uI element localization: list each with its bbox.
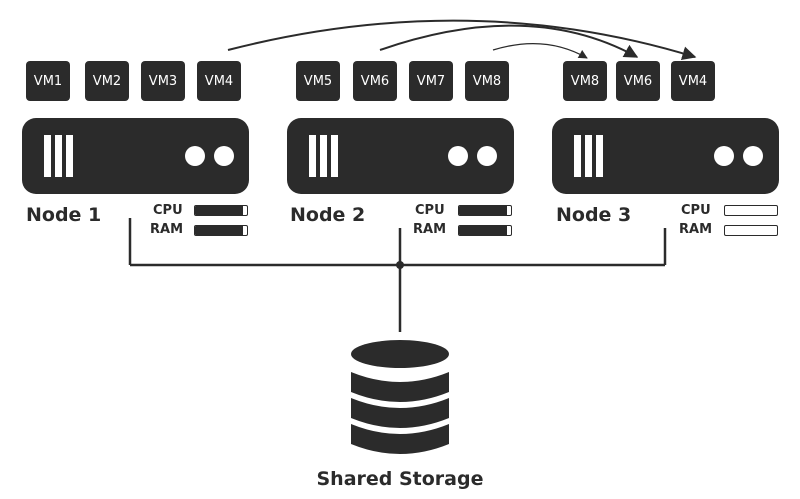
vm-box[interactable]: VM6 (353, 61, 397, 101)
server-led-icon (214, 146, 234, 166)
server-led-icon (714, 146, 734, 166)
ram-meter (724, 225, 778, 236)
cpu-meter (724, 205, 778, 216)
ram-label: RAM (150, 222, 184, 237)
vm-box[interactable]: VM8 (465, 61, 509, 101)
server-vent-icon (574, 135, 608, 177)
vm-box[interactable]: VM6 (616, 61, 660, 101)
server-vent-icon (44, 135, 78, 177)
vm-box[interactable]: VM1 (26, 61, 70, 101)
vm-box[interactable]: VM4 (197, 61, 241, 101)
node-label: Node 3 (556, 204, 632, 226)
migration-arrow-vm6 (379, 24, 639, 58)
vm-box[interactable]: VM2 (85, 61, 129, 101)
server-led-icon (743, 146, 763, 166)
ram-label: RAM (413, 222, 447, 237)
vm-box[interactable]: VM5 (296, 61, 340, 101)
vm-box[interactable]: VM8 (563, 61, 607, 101)
cpu-label: CPU (153, 203, 183, 218)
server-node-1[interactable] (22, 118, 249, 194)
ram-label: RAM (679, 222, 713, 237)
cpu-meter (458, 205, 512, 216)
migration-arrow-vm4 (227, 19, 697, 61)
server-led-icon (448, 146, 468, 166)
server-vent-icon (309, 135, 343, 177)
cpu-meter (194, 205, 248, 216)
server-led-icon (185, 146, 205, 166)
cpu-label: CPU (681, 203, 711, 218)
storage-label: Shared Storage (316, 468, 484, 490)
migration-arrow-vm8 (492, 42, 588, 59)
server-node-3[interactable] (552, 118, 779, 194)
vm-box[interactable]: VM7 (409, 61, 453, 101)
database-icon (351, 340, 449, 454)
server-led-icon (477, 146, 497, 166)
server-node-2[interactable] (287, 118, 514, 194)
ram-meter (194, 225, 248, 236)
vm-box[interactable]: VM4 (671, 61, 715, 101)
node-label: Node 1 (26, 204, 102, 226)
vm-box[interactable]: VM3 (141, 61, 185, 101)
cpu-label: CPU (415, 203, 445, 218)
node-label: Node 2 (290, 204, 366, 226)
ram-meter (458, 225, 512, 236)
